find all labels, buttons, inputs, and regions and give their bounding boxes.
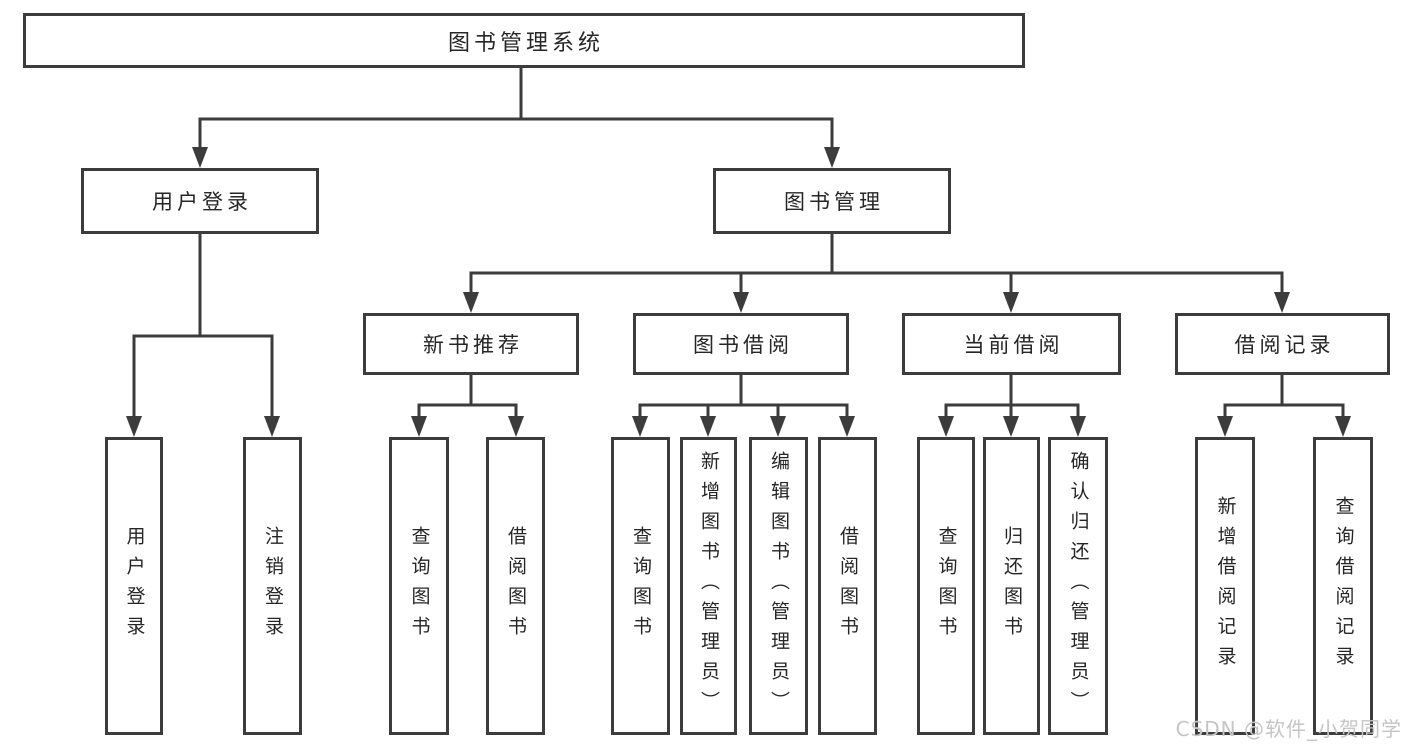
leaf-edit-books-admin: 编辑图书（管理员） <box>749 437 808 735</box>
leaf-query-borrow-record: 查询借阅记录 <box>1313 437 1373 735</box>
leaf-query-books-3-label: 查询图书 <box>935 526 958 646</box>
leaf-return-books: 归还图书 <box>983 437 1040 735</box>
node-borrow-records-label: 借阅记录 <box>1234 333 1335 357</box>
leaf-add-books-admin-label: 新增图书（管理员） <box>698 451 720 721</box>
node-new-book-recommend: 新书推荐 <box>363 313 579 375</box>
node-new-book-recommend-label: 新书推荐 <box>423 333 523 357</box>
node-current-borrow: 当前借阅 <box>902 313 1121 375</box>
leaf-borrow-books-2-label: 借阅图书 <box>837 526 859 646</box>
leaf-borrow-books-1: 借阅图书 <box>486 437 545 735</box>
node-user-login-label: 用户登录 <box>152 190 252 214</box>
leaf-confirm-return-admin-label: 确认归还（管理员） <box>1067 451 1090 721</box>
arrowheads <box>126 147 1351 437</box>
node-user-login: 用户登录 <box>81 168 319 234</box>
leaf-add-borrow-record-label: 新增借阅记录 <box>1214 496 1237 676</box>
node-root: 图书管理系统 <box>23 13 1025 68</box>
node-book-management-label: 图书管理 <box>784 190 884 214</box>
node-borrow-records: 借阅记录 <box>1175 313 1390 375</box>
leaf-logout-label: 注销登录 <box>262 526 284 646</box>
leaf-user-login-label: 用户登录 <box>123 526 146 646</box>
leaf-query-books-3: 查询图书 <box>917 437 975 735</box>
tree-edges <box>132 66 1345 432</box>
node-book-borrow-label: 图书借阅 <box>693 333 793 357</box>
leaf-query-books-1-label: 查询图书 <box>408 526 431 646</box>
leaf-query-books-2-label: 查询图书 <box>630 526 652 646</box>
leaf-query-borrow-record-label: 查询借阅记录 <box>1332 496 1355 676</box>
leaf-borrow-books-2: 借阅图书 <box>818 437 877 735</box>
leaf-user-login: 用户登录 <box>105 437 163 735</box>
leaf-query-books-2: 查询图书 <box>611 437 670 735</box>
leaf-borrow-books-1-label: 借阅图书 <box>505 526 527 646</box>
node-current-borrow-label: 当前借阅 <box>963 333 1064 357</box>
leaf-add-borrow-record: 新增借阅记录 <box>1195 437 1255 735</box>
node-root-label: 图书管理系统 <box>447 30 604 56</box>
leaf-return-books-label: 归还图书 <box>1001 526 1023 646</box>
leaf-edit-books-admin-label: 编辑图书（管理员） <box>768 451 790 721</box>
leaf-add-books-admin: 新增图书（管理员） <box>680 437 737 735</box>
leaf-logout: 注销登录 <box>243 437 302 735</box>
leaf-query-books-1: 查询图书 <box>389 437 449 735</box>
node-book-borrow: 图书借阅 <box>633 313 849 375</box>
node-book-management: 图书管理 <box>713 168 951 234</box>
csdn-watermark: CSDN @软件_小贺同学 <box>1175 717 1402 741</box>
leaf-confirm-return-admin: 确认归还（管理员） <box>1048 437 1108 735</box>
